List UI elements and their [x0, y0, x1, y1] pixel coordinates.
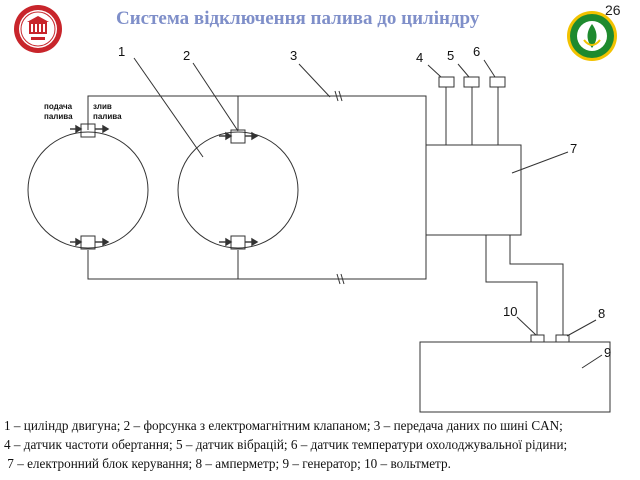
university-seal-logo [14, 5, 62, 53]
leader-9 [581, 354, 603, 369]
leader-7 [511, 151, 569, 174]
legend-line-2: 4 – датчик частоти обертання; 5 – датчик… [4, 437, 568, 452]
outlet-label-line2: палива [93, 112, 122, 121]
cylinder-1 [27, 131, 149, 249]
callout-2: 2 [183, 48, 190, 63]
callout-3: 3 [290, 48, 297, 63]
callout-5: 5 [447, 48, 454, 63]
callout-7: 7 [570, 141, 577, 156]
injector-cyl1-bottom [80, 235, 96, 250]
callout-9: 9 [604, 345, 611, 360]
legend-line-1: 1 – циліндр двигуна; 2 – форсунка з елек… [4, 418, 563, 433]
leader-3 [298, 63, 331, 98]
vibration-sensor [463, 76, 480, 88]
leader-8 [566, 319, 597, 337]
slide-number: 26 [605, 2, 621, 18]
injector-cyl2-bottom [230, 235, 246, 250]
inlet-label-line2: палива [44, 112, 73, 121]
inlet-label-line1: подача [44, 102, 73, 111]
outlet-label-line1: злив [93, 102, 112, 111]
callout-4: 4 [416, 50, 423, 65]
ecu-box [425, 144, 522, 236]
injector-cyl1-top [80, 123, 96, 138]
can-bus-bottom-line [87, 205, 427, 280]
voltmeter [530, 334, 545, 343]
generator-box [419, 341, 611, 413]
callout-6: 6 [473, 44, 480, 59]
ammeter [555, 334, 570, 343]
leader-4 [427, 64, 442, 78]
can-bus-top-line [87, 95, 427, 145]
speed-sensor [438, 76, 455, 88]
leader-10 [516, 316, 537, 336]
temperature-sensor [489, 76, 506, 88]
cylinder-2 [177, 131, 299, 249]
callout-10: 10 [503, 304, 517, 319]
leader-2 [192, 62, 239, 132]
callout-1: 1 [118, 44, 125, 59]
legend-line-3: 7 – електронний блок керування; 8 – ампе… [4, 456, 451, 471]
leader-6 [483, 59, 496, 78]
callout-8: 8 [598, 306, 605, 321]
slide-title: Система відключення палива до циліндру [116, 8, 480, 29]
legend: 1 – циліндр двигуна; 2 – форсунка з елек… [4, 416, 636, 473]
academy-emblem-logo [567, 11, 617, 61]
leader-1 [133, 57, 204, 158]
leader-5 [457, 63, 470, 78]
